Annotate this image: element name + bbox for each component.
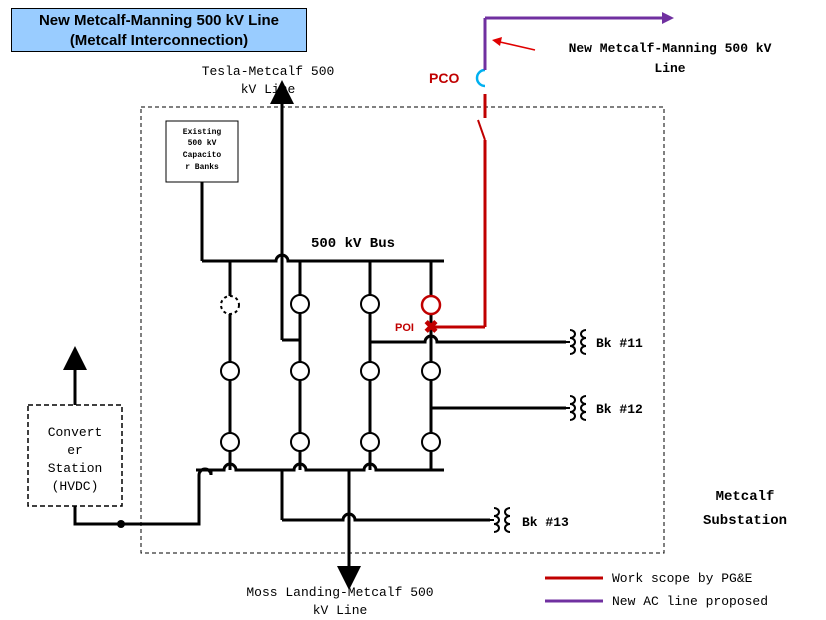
legend-new-line-label: New AC line proposed bbox=[612, 594, 768, 609]
substation-label-1: Metcalf bbox=[716, 489, 775, 505]
pco-coupler bbox=[475, 68, 486, 88]
lower-bus bbox=[196, 462, 444, 472]
capacitor-label-4: r Banks bbox=[185, 163, 219, 172]
bay3-breaker-2 bbox=[360, 361, 380, 381]
bk13-transformer-icon bbox=[490, 507, 511, 533]
bay4-breaker-3 bbox=[421, 432, 441, 452]
bay1-breaker-2 bbox=[220, 361, 240, 381]
converter-label-2: er bbox=[67, 443, 83, 458]
converter-label-3: Station bbox=[48, 461, 103, 476]
bay2-breaker-2 bbox=[290, 361, 310, 381]
bay3-breaker-3 bbox=[360, 432, 380, 452]
diagram-title: New Metcalf-Manning 500 kV Line (Metcalf… bbox=[11, 8, 307, 52]
hvdc-feeder bbox=[73, 467, 213, 526]
new-line-label-2: Line bbox=[654, 61, 685, 76]
poi-label: POI bbox=[395, 322, 414, 334]
bay2-breaker-1 bbox=[290, 294, 310, 314]
new-line-label-1: New Metcalf-Manning 500 kV bbox=[569, 41, 772, 56]
title-line-2: (Metcalf Interconnection) bbox=[69, 32, 249, 49]
substation-boundary bbox=[140, 106, 665, 554]
pco-label: PCO bbox=[429, 70, 459, 86]
converter-label-4: (HVDC) bbox=[52, 479, 99, 494]
bay1-breaker-3 bbox=[220, 432, 240, 452]
moss-line-label-2: kV Line bbox=[313, 603, 368, 618]
bay3-breaker-1 bbox=[360, 294, 380, 314]
bk12-label: Bk #12 bbox=[596, 402, 643, 417]
converter-label-1: Convert bbox=[48, 425, 103, 440]
upper-bus bbox=[202, 253, 444, 263]
bk13-feeder bbox=[282, 512, 490, 522]
bay2-breaker-3 bbox=[290, 432, 310, 452]
moss-line-label-1: Moss Landing-Metcalf 500 bbox=[246, 585, 433, 600]
bay4-breaker-2 bbox=[421, 361, 441, 381]
bk11-feeder bbox=[370, 334, 566, 344]
substation-label-2: Substation bbox=[703, 513, 787, 529]
capacitor-bank-box bbox=[165, 120, 239, 183]
tesla-line-label-1: Tesla-Metcalf 500 bbox=[202, 64, 335, 79]
capacitor-label-1: Existing bbox=[183, 128, 222, 137]
bk12-transformer-icon bbox=[566, 395, 587, 421]
bus-label: 500 kV Bus bbox=[311, 236, 395, 252]
bk11-label: Bk #11 bbox=[596, 336, 643, 351]
new-line-arrowhead bbox=[662, 12, 674, 24]
poi-breaker bbox=[420, 294, 442, 316]
poi-marker: ✖ bbox=[423, 317, 438, 337]
title-line-1: New Metcalf-Manning 500 kV Line bbox=[38, 12, 280, 29]
hvdc-junction-dot bbox=[117, 520, 125, 528]
bay1-open-breaker bbox=[220, 295, 240, 315]
bk13-label: Bk #13 bbox=[522, 515, 569, 530]
new-line-callout-head bbox=[492, 37, 502, 46]
new-line-callout-arrow bbox=[499, 41, 536, 51]
capacitor-label-3: Capacito bbox=[183, 151, 222, 160]
capacitor-label-2: 500 kV bbox=[188, 139, 217, 148]
pco-switch-blade bbox=[477, 119, 486, 141]
legend-work-scope-label: Work scope by PG&E bbox=[612, 571, 753, 586]
tesla-line-label-2: kV Line bbox=[241, 82, 296, 97]
bk11-transformer-icon bbox=[566, 329, 587, 355]
